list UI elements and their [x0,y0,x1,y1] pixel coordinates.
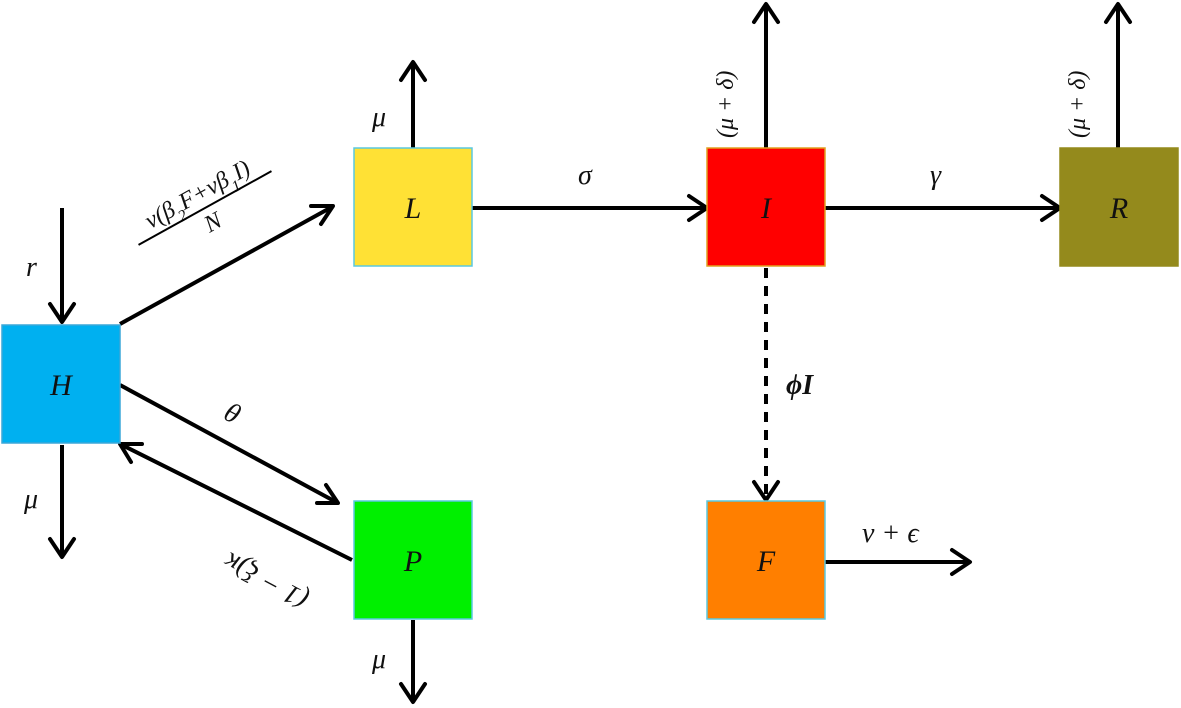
label-recruitment: r [26,252,37,283]
protection-arrow [119,383,340,505]
death-arrow-p [399,620,427,704]
compartment-p: P [353,500,473,620]
death-arrow-l [399,60,427,148]
recovery-arrow [825,194,1062,222]
death-arrow-h [48,445,76,559]
infection-arrow [119,204,335,326]
compartment-h: H [1,324,121,444]
label-death-r: (μ + δ) [1065,71,1091,138]
infection-numerator: ν(β2F+νβ1I) [141,155,258,240]
label-infection-rate: ν(β2F+νβ1I) N [138,155,272,246]
death-arrow-r [1104,2,1132,148]
svg-text:F: F [756,545,776,578]
svg-text:R: R [1109,192,1128,225]
label-death-h: μ [23,484,38,515]
label-death-l: μ [371,102,386,133]
death-arrow-i [752,2,780,148]
compartment-r: R [1059,147,1179,267]
label-death-p: μ [371,644,386,675]
label-recovery: γ [930,160,942,191]
compartment-l: L [353,147,473,267]
label-latent-to-infected: σ [578,160,593,191]
label-f-decay: ν + ϵ [862,518,920,549]
label-shedding: ϕI [786,370,814,401]
svg-text:P: P [403,545,422,578]
waning-arrow [118,442,353,562]
svg-text:I: I [760,192,773,225]
label-death-i: (μ + δ) [713,71,739,138]
svg-text:H: H [49,369,74,402]
infection-denominator: N [199,207,228,239]
latent-to-infected-arrow [472,194,709,222]
label-protection: θ [219,397,246,431]
recruitment-arrow [48,208,76,324]
fraction-bar [138,170,272,246]
label-waning: (1 − ξ)κ [218,545,313,615]
decay-arrow-f [825,548,972,576]
compartment-i: I [706,147,826,267]
svg-text:L: L [404,192,422,225]
shedding-arrow [752,268,780,502]
compartment-f: F [706,500,826,620]
